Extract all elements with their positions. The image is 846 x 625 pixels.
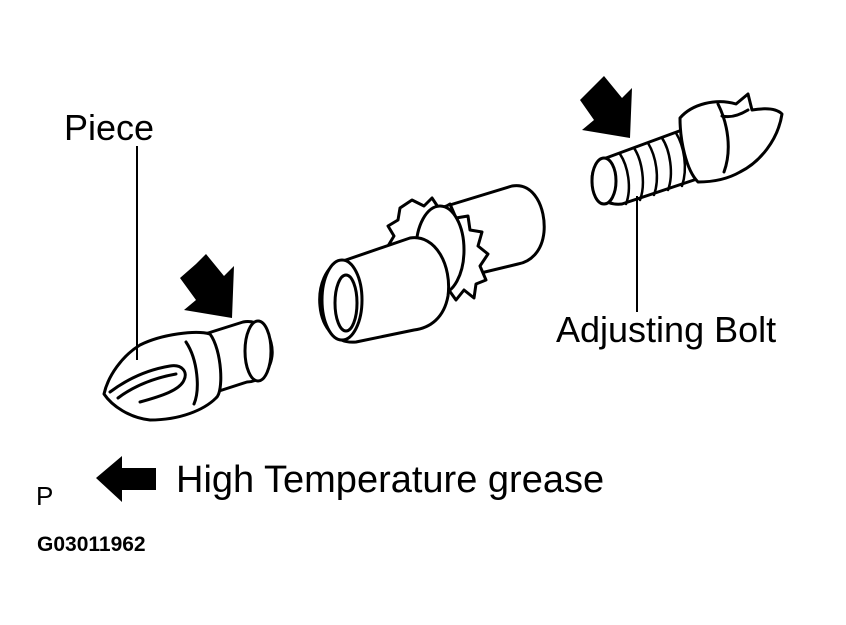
grease-arrow-piece-icon: [180, 254, 234, 318]
adjusting-bolt-label: Adjusting Bolt: [556, 309, 777, 350]
piece-label: Piece: [64, 107, 155, 148]
piece-slot: [108, 364, 187, 404]
figure-code: G03011962: [37, 533, 146, 556]
piece-part: [102, 319, 274, 422]
legend-symbol: P: [36, 481, 54, 511]
adjuster-sleeve: [318, 184, 546, 344]
grease-arrow-bolt-icon: [580, 76, 632, 138]
adjusting-bolt-part: [590, 92, 784, 206]
legend-text: High Temperature grease: [176, 459, 605, 501]
piece-shaft-end: [243, 319, 273, 383]
legend-arrow-icon: [96, 456, 156, 502]
bolt-head: [678, 92, 784, 184]
